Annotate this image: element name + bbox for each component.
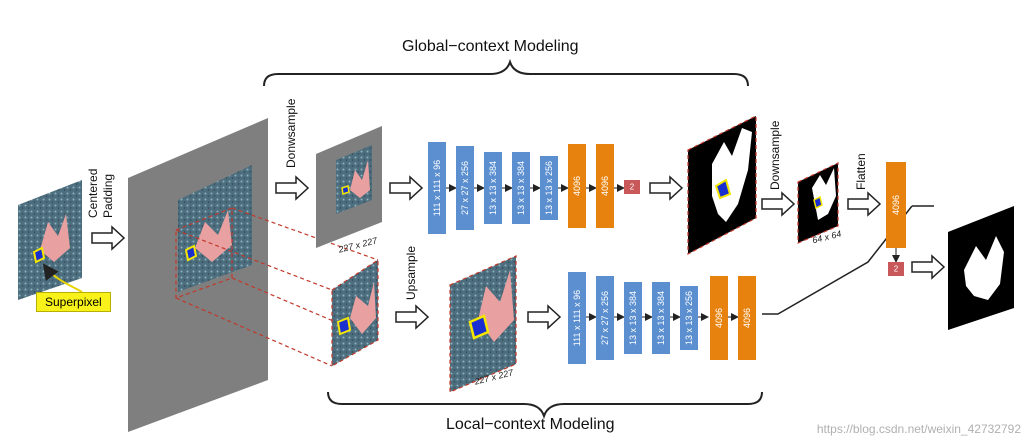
local-fc6: 4096 bbox=[710, 276, 728, 360]
global-conv4: 13 x 13 x 384 bbox=[512, 152, 530, 224]
global-conv1: 111 x 111 x 96 bbox=[428, 142, 446, 234]
downsampled-image bbox=[316, 126, 382, 248]
local-conv1: 111 x 111 x 96 bbox=[568, 272, 586, 364]
downsampled-saliency-map bbox=[797, 162, 839, 244]
global-fc7: 4096 bbox=[596, 144, 614, 228]
fusion-fc: 4096 bbox=[886, 162, 906, 248]
local-crop-lines bbox=[175, 207, 379, 367]
local-conv2: 27 x 27 x 256 bbox=[596, 276, 614, 360]
local-brace bbox=[327, 391, 763, 420]
label-downsample: Downsample bbox=[768, 120, 782, 190]
arrow-to-global-net bbox=[389, 175, 424, 201]
label-flatten: Flatten bbox=[854, 153, 868, 190]
arrow-downsample bbox=[761, 191, 796, 217]
padded-image bbox=[128, 118, 268, 432]
arrow-to-local-net bbox=[527, 304, 562, 330]
label-centered: Centered bbox=[86, 168, 100, 218]
local-conv3: 13 x 13 x 384 bbox=[624, 282, 642, 354]
local-conv4: 13 x 13 x 384 bbox=[652, 282, 670, 354]
arrow-to-output bbox=[911, 254, 946, 280]
label-donwsample: Donwsample bbox=[284, 98, 298, 168]
leaf-shape bbox=[40, 214, 70, 262]
arrow-to-global-map bbox=[649, 175, 684, 201]
global-conv5: 13 x 13 x 256 bbox=[540, 156, 558, 220]
local-fc7: 4096 bbox=[738, 276, 756, 360]
input-image bbox=[18, 180, 82, 300]
watermark: https://blog.csdn.net/weixin_42732792 bbox=[816, 422, 1021, 436]
global-title: Global−context Modeling bbox=[402, 38, 579, 55]
superpixel-pointer bbox=[42, 263, 83, 293]
arrow-pad bbox=[91, 225, 126, 251]
global-output: 2 bbox=[624, 180, 640, 194]
global-conv2: 27 x 27 x 256 bbox=[456, 146, 474, 230]
hollow-arrows bbox=[91, 175, 946, 330]
arrow-upsample bbox=[395, 304, 430, 330]
output-mask bbox=[948, 206, 1014, 330]
fusion-lines bbox=[762, 205, 934, 315]
fusion-output: 2 bbox=[888, 262, 904, 276]
arrow-donwsample bbox=[275, 175, 310, 201]
label-upsample: Upsample bbox=[404, 245, 418, 300]
label-padding: Padding bbox=[101, 173, 115, 218]
local-title: Local−context Modeling bbox=[446, 416, 615, 433]
arrow-flatten bbox=[847, 191, 882, 217]
global-brace bbox=[263, 58, 749, 87]
local-patch bbox=[331, 258, 379, 368]
superpixel-label: Superpixel bbox=[36, 292, 111, 312]
local-conv5: 13 x 13 x 256 bbox=[680, 286, 698, 350]
global-conv3: 13 x 13 x 384 bbox=[484, 152, 502, 224]
global-fc6: 4096 bbox=[568, 144, 586, 228]
global-saliency-map bbox=[687, 115, 757, 255]
superpixel-marker bbox=[32, 246, 46, 264]
upsampled-local-image bbox=[449, 255, 517, 393]
